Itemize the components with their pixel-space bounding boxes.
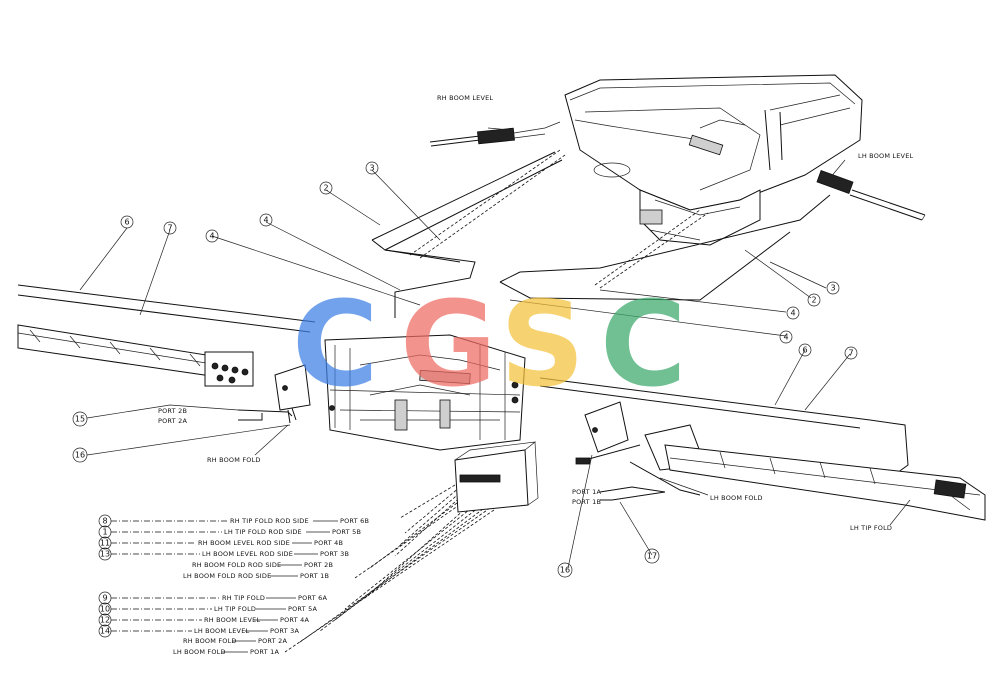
legend-rod-num-0: 8 xyxy=(102,517,107,526)
callout-leaders xyxy=(79,127,911,569)
legend-base-name-0: RH TIP FOLD xyxy=(222,594,265,602)
callout-4-right-lower: 4 xyxy=(783,333,788,342)
legend-rod-name-4: RH BOOM FOLD ROD SIDE xyxy=(192,561,281,569)
label-rh-boom-fold: RH BOOM FOLD xyxy=(207,456,261,464)
callout-2-right: 2 xyxy=(811,296,816,305)
center-frame xyxy=(324,334,526,451)
legend-base-name-4: RH BOOM FOLD xyxy=(183,637,237,645)
watermark: C G S C xyxy=(292,275,687,413)
manifold-block xyxy=(454,441,539,513)
callout-3-left: 3 xyxy=(369,164,374,173)
legend-base-name-2: RH BOOM LEVEL xyxy=(204,616,260,624)
label-lh-boom-fold: LH BOOM FOLD xyxy=(710,494,763,502)
legend-rod-name-0: RH TIP FOLD ROD SIDE xyxy=(230,517,309,525)
label-lh-boom-level: LH BOOM LEVEL xyxy=(858,152,914,160)
legend-rod-port-4: PORT 2B xyxy=(304,561,333,569)
port-leaders xyxy=(237,409,701,501)
legend-rod-name-1: LH TIP FOLD ROD SIDE xyxy=(224,528,302,536)
right-boom xyxy=(644,424,986,521)
watermark-letter-c2: C xyxy=(600,275,687,413)
legend-rod-port-3: PORT 3B xyxy=(320,550,349,558)
rh-boom-fold-cylinder xyxy=(274,364,311,424)
legend-rod-num-2: 11 xyxy=(100,539,110,548)
legend-base-num-0: 9 xyxy=(102,594,107,603)
rh-boom-level-cylinder xyxy=(429,121,561,147)
legend-base-name-1: LH TIP FOLD xyxy=(214,605,256,613)
callout-2-left: 2 xyxy=(323,184,328,193)
legend-rod-num-1: 1 xyxy=(102,528,107,537)
machine-body xyxy=(564,74,863,246)
legend-base-port-5: PORT 1A xyxy=(250,648,279,656)
legend-base-port-1: PORT 5A xyxy=(288,605,317,613)
watermark-letter-c1: C xyxy=(292,275,379,413)
callout-7-left: 7 xyxy=(167,224,172,233)
legend-base-num-2: 12 xyxy=(100,616,110,625)
part-labels: RH BOOM LEVEL LH BOOM LEVEL RH BOOM FOLD… xyxy=(158,94,914,532)
label-lh-tip-fold: LH TIP FOLD xyxy=(850,524,892,532)
callout-4-left-lower: 4 xyxy=(209,232,214,241)
lh-boom-fold-cylinder xyxy=(575,401,641,465)
callout-3-right: 3 xyxy=(830,284,835,293)
legend-rod-num-3: 13 xyxy=(100,550,110,559)
legend-base-name-3: LH BOOM LEVEL xyxy=(194,627,250,635)
legend-rod-side: 8 RH TIP FOLD ROD SIDE PORT 6B 1 LH TIP … xyxy=(98,514,369,580)
callout-6-left: 6 xyxy=(124,218,129,227)
legend-base-port-4: PORT 2A xyxy=(258,637,287,645)
callout-7-right: 7 xyxy=(848,349,853,358)
callout-17: 17 xyxy=(647,552,657,561)
lh-boom-level-cylinder xyxy=(816,170,926,221)
legend-base-name-5: LH BOOM FOLD xyxy=(173,648,226,656)
legend-rod-port-0: PORT 6B xyxy=(340,517,369,525)
hoses xyxy=(17,149,909,653)
callout-16-right: 16 xyxy=(560,566,570,575)
label-port-2a: PORT 2A xyxy=(158,417,187,425)
callout-4-left-upper: 4 xyxy=(263,216,268,225)
legend-base-port-3: PORT 3A xyxy=(270,627,299,635)
legend-rod-name-2: RH BOOM LEVEL ROD SIDE xyxy=(198,539,290,547)
watermark-letter-s: S xyxy=(500,275,585,413)
legend-base-port-2: PORT 4A xyxy=(280,616,309,624)
callout-15: 15 xyxy=(75,415,85,424)
legend-base-num-3: 14 xyxy=(100,627,110,636)
label-rh-boom-level: RH BOOM LEVEL xyxy=(437,94,493,102)
callout-4-right-upper: 4 xyxy=(790,309,795,318)
callout-bubbles: 6 7 2 3 4 4 3 2 4 4 6 7 15 16 16 17 xyxy=(72,161,858,578)
legend-base-port-0: PORT 6A xyxy=(298,594,327,602)
label-port-1a: PORT 1A xyxy=(572,488,601,496)
legend-rod-port-5: PORT 1B xyxy=(300,572,329,580)
legend-rod-name-3: LH BOOM LEVEL ROD SIDE xyxy=(202,550,293,558)
watermark-letter-g: G xyxy=(400,275,497,413)
legend-rod-port-1: PORT 5B xyxy=(332,528,361,536)
legend-rod-name-5: LH BOOM FOLD ROD SIDE xyxy=(183,572,271,580)
legend-base-num-1: 10 xyxy=(100,605,110,614)
legend-base-side: 9 RH TIP FOLD PORT 6A 10 LH TIP FOLD POR… xyxy=(98,591,327,656)
label-port-1b: PORT 1B xyxy=(572,498,601,506)
legend-rod-port-2: PORT 4B xyxy=(314,539,343,547)
callout-6-right: 6 xyxy=(802,346,807,355)
label-port-2b: PORT 2B xyxy=(158,407,187,415)
callout-16-left: 16 xyxy=(75,451,85,460)
left-boom xyxy=(17,324,254,387)
